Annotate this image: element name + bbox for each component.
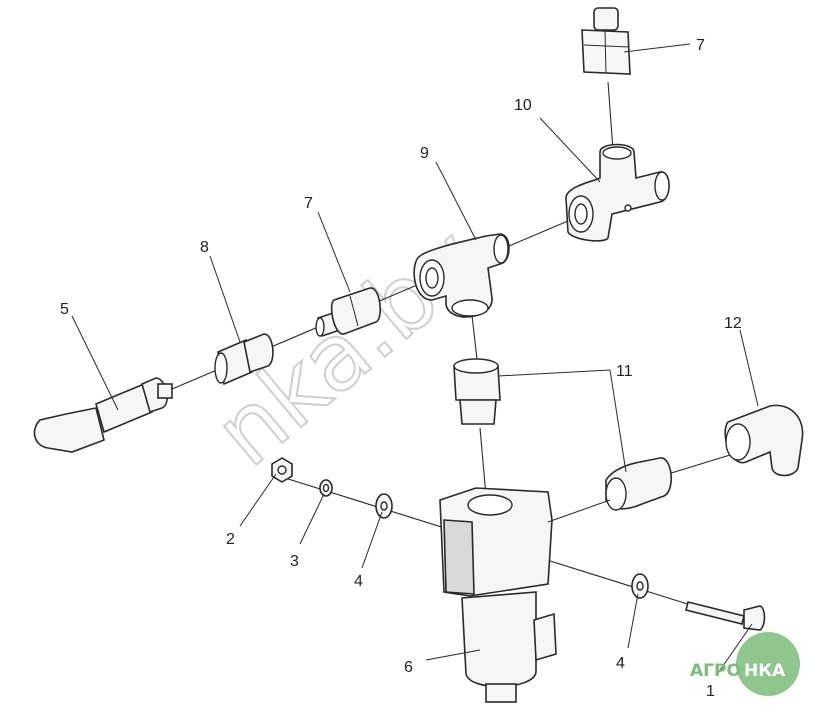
callout-4-left: 4 [354, 573, 363, 590]
part-8-adapter [214, 333, 274, 386]
callout-11: 11 [616, 363, 633, 380]
logo-text-right: НКА [744, 661, 786, 681]
part-4-washer-left [375, 493, 393, 519]
callout-7-top: 7 [696, 37, 705, 54]
part-3-washer [319, 479, 333, 497]
part-1-bolt [685, 601, 766, 631]
callout-4-right: 4 [616, 655, 625, 672]
callout-5: 5 [60, 301, 69, 318]
part-2-nut [271, 457, 293, 483]
leader-lines [71, 43, 759, 677]
callout-7-middle: 7 [304, 195, 313, 212]
part-11-fitting-upper [453, 358, 501, 425]
part-9-tee [413, 233, 510, 318]
part-12-elbow [724, 404, 804, 477]
callout-6: 6 [404, 659, 413, 676]
callouts: 7 10 9 7 8 5 11 12 2 3 4 6 4 1 [60, 37, 742, 700]
part-10-tee [565, 143, 670, 242]
part-11-fitting-lower [605, 457, 672, 511]
part-6-valve-body [439, 487, 557, 703]
part-5-elbow [33, 377, 173, 453]
callout-1: 1 [706, 683, 715, 700]
callout-2: 2 [226, 531, 235, 548]
agronka-logo: АГРО НКА [690, 632, 800, 696]
callout-8: 8 [200, 239, 209, 256]
callout-3: 3 [290, 553, 299, 570]
callout-10: 10 [514, 97, 532, 114]
part-4-washer-right [631, 573, 649, 599]
callout-12: 12 [724, 315, 742, 332]
part-7-middle-nut [315, 287, 382, 338]
logo-text-left: АГРО [690, 661, 741, 681]
logo-badge [736, 632, 800, 696]
part-7-top-nut [581, 7, 631, 75]
callout-9: 9 [420, 145, 429, 162]
